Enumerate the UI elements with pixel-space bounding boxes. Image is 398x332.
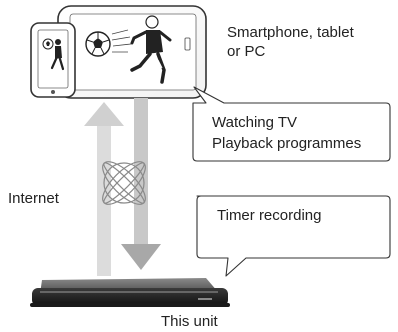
devices-label-line2: or PC — [227, 43, 266, 60]
recorder-unit-icon — [30, 278, 230, 307]
smartphone-icon — [30, 22, 76, 98]
watching-bubble-text: Watching TV Playback programmes — [212, 112, 361, 154]
watching-bubble — [192, 86, 391, 162]
internet-globe-icon — [102, 161, 146, 205]
watching-tv-label: Watching TV — [212, 114, 298, 131]
devices-label-line1: Smartphone, tablet — [227, 24, 354, 41]
download-arrow-icon — [121, 98, 161, 270]
devices-label: Smartphone, tablet or PC — [227, 23, 354, 61]
internet-label: Internet — [8, 190, 59, 207]
timer-recording-label: Timer recording — [217, 207, 322, 224]
tablet-icon — [57, 5, 207, 99]
football-player-icon — [130, 15, 172, 84]
playback-programmes-label: Playback programmes — [212, 135, 362, 152]
upload-arrow-icon — [84, 102, 124, 276]
soccer-ball-icon — [85, 31, 111, 57]
timer-bubble — [196, 195, 391, 277]
this-unit-label: This unit — [161, 313, 218, 330]
